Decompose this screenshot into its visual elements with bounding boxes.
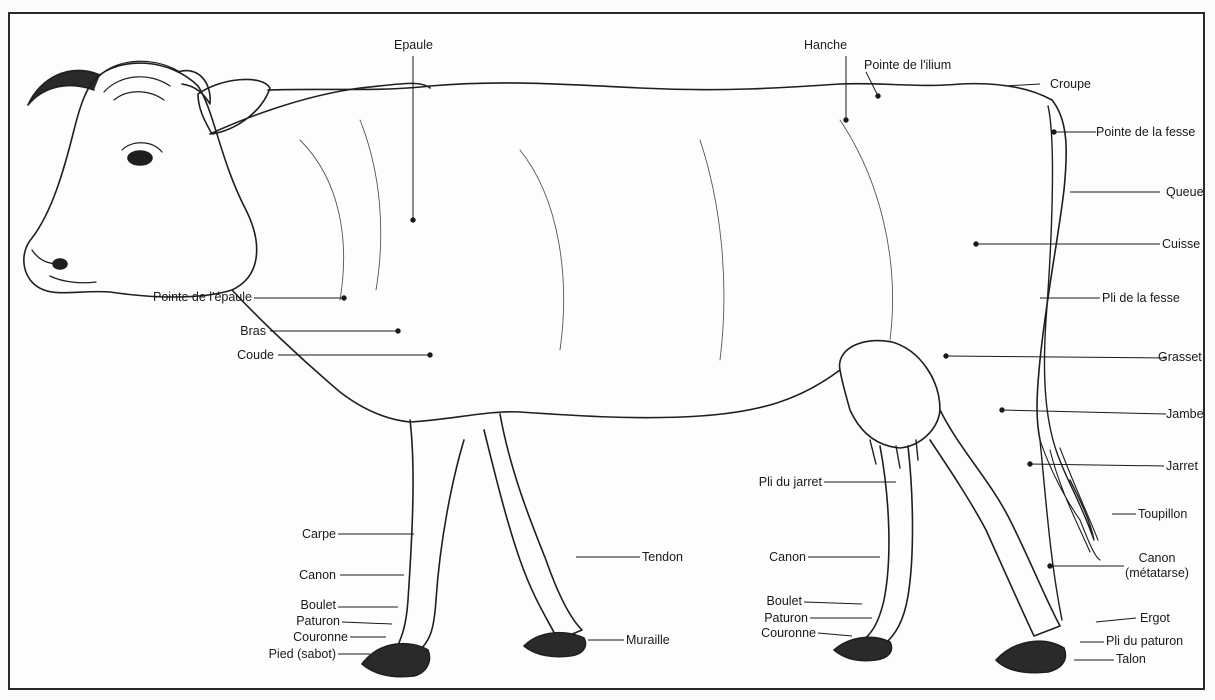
label-ergot: Ergot: [1140, 611, 1170, 625]
label-muraille: Muraille: [626, 633, 670, 647]
label-boulet-ant: Boulet: [260, 598, 336, 612]
leader-lines: [254, 56, 1166, 660]
label-canon-metatarse: Canon: [1122, 551, 1192, 565]
label-jambe: Jambe: [1166, 407, 1204, 421]
label-epaule: Epaule: [394, 38, 433, 52]
tail-switch: [1040, 440, 1100, 560]
front-leg-far: [484, 414, 582, 640]
label-carpe: Carpe: [260, 527, 336, 541]
label-pointe-fesse: Pointe de la fesse: [1096, 125, 1195, 139]
hoof-front-near: [362, 644, 429, 677]
label-pli-paturon: Pli du paturon: [1106, 634, 1183, 648]
label-coude: Coude: [200, 348, 274, 362]
label-paturon-post: Paturon: [720, 611, 808, 625]
hoof-hind-near: [996, 641, 1065, 672]
label-couronne-post: Couronne: [700, 626, 816, 640]
label-grasset: Grasset: [1158, 350, 1202, 364]
label-jarret: Jarret: [1166, 459, 1198, 473]
label-couronne-ant: Couronne: [240, 630, 348, 644]
label-paturon-ant: Paturon: [260, 614, 340, 628]
label-pointe-ilium: Pointe de l'ilium: [864, 58, 951, 72]
label-pli-jarret: Pli du jarret: [700, 475, 822, 489]
belly: [410, 370, 840, 422]
hoof-hind-far: [834, 637, 891, 660]
hoof-front-far: [524, 633, 585, 657]
tail: [1044, 106, 1094, 540]
neck: [210, 83, 430, 422]
label-canon-ant: Canon: [260, 568, 336, 582]
label-tendon: Tendon: [642, 550, 683, 564]
label-bras: Bras: [200, 324, 266, 338]
label-pied: Pied (sabot): [220, 647, 336, 661]
label-canon-metatarse-sub: (métatarse): [1122, 566, 1192, 580]
label-boulet-post: Boulet: [720, 594, 802, 608]
label-toupillon: Toupillon: [1138, 507, 1187, 521]
eye: [128, 151, 152, 165]
label-croupe: Croupe: [1050, 77, 1091, 91]
front-leg-near: [396, 420, 464, 650]
label-queue: Queue: [1166, 185, 1204, 199]
label-pli-fesse: Pli de la fesse: [1102, 291, 1180, 305]
label-canon-post: Canon: [720, 550, 806, 564]
label-hanche: Hanche: [804, 38, 847, 52]
label-pointe-epaule: Pointe de l'épaule: [86, 290, 252, 304]
udder: [840, 341, 940, 448]
label-talon: Talon: [1116, 652, 1146, 666]
label-cuisse: Cuisse: [1162, 237, 1200, 251]
